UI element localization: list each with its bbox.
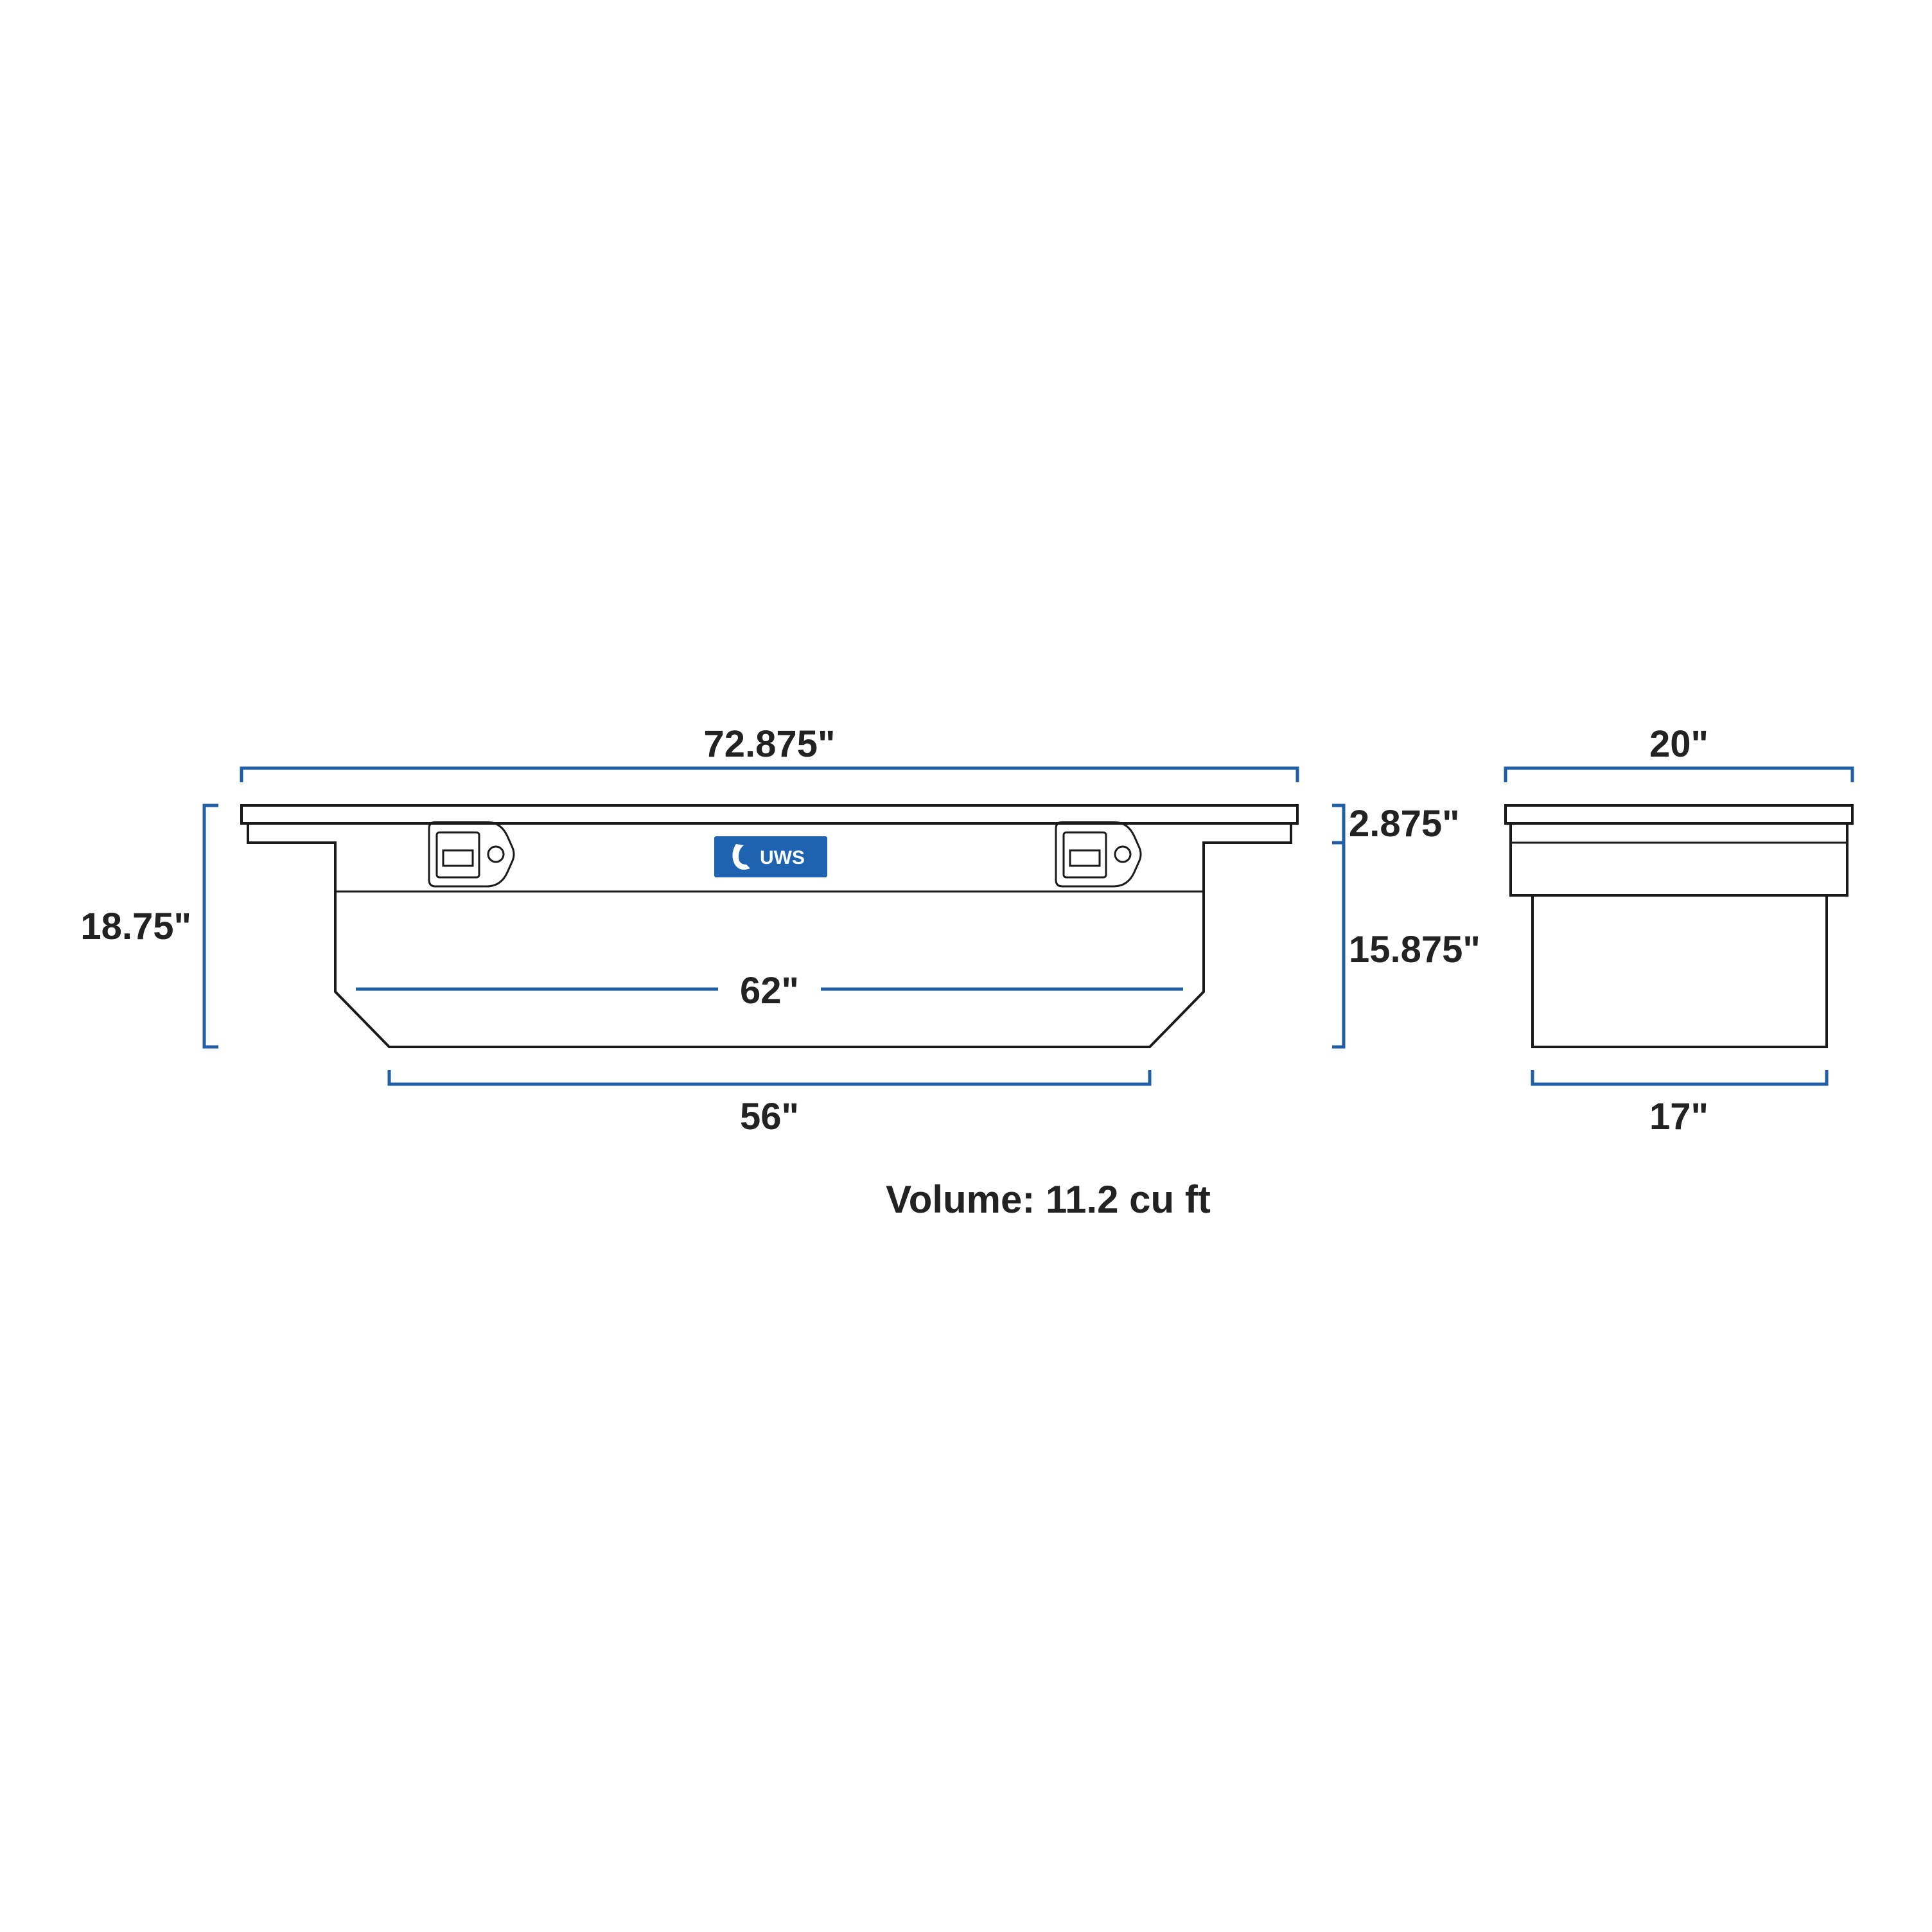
right-latch-plate: [1055, 821, 1142, 888]
dim-line-body-height: [1332, 843, 1346, 1049]
left-latch-paddle: [442, 849, 474, 867]
uws-logo-text: UWS: [760, 847, 805, 868]
label-lid-height: 2.875": [1349, 803, 1460, 845]
label-inner-length: 62": [740, 970, 799, 1012]
side-upper-body: [1509, 822, 1849, 897]
side-lid: [1504, 804, 1854, 825]
right-latch-paddle: [1069, 849, 1101, 867]
dimension-labels: 72.875" 18.75" 2.875" 15.875" 62" 56" 20…: [80, 723, 1708, 1137]
volume-caption: Volume: 11.2 cu ft: [886, 1178, 1211, 1221]
label-body-height: 15.875": [1349, 929, 1480, 970]
front-lid: [240, 804, 1299, 825]
dimension-lines: [202, 766, 1854, 1086]
uws-logo: UWS: [714, 836, 827, 877]
dim-line-bottom-length: [387, 1070, 1152, 1086]
label-overall-width: 20": [1649, 723, 1708, 765]
label-overall-height: 18.75": [80, 906, 191, 947]
dim-line-overall-height: [202, 804, 218, 1049]
left-latch: [428, 821, 515, 888]
right-latch: [1055, 821, 1142, 888]
label-bottom-width: 17": [1649, 1096, 1708, 1137]
marlin-fish-icon: [732, 844, 750, 870]
right-latch-handle: [1062, 831, 1107, 879]
label-overall-length: 72.875": [704, 723, 836, 765]
label-bottom-length: 56": [740, 1096, 799, 1137]
left-latch-lock-icon: [487, 845, 505, 863]
front-view: UWS: [240, 804, 1299, 1048]
dim-line-overall-width: [1504, 766, 1854, 782]
front-body: [247, 822, 1292, 1048]
left-latch-plate: [428, 821, 515, 888]
dim-line-bottom-width: [1531, 1070, 1829, 1086]
dim-line-overall-length: [240, 766, 1299, 782]
dim-line-lid-height: [1332, 804, 1346, 845]
side-lower-body: [1531, 894, 1828, 1048]
side-view: [1504, 804, 1854, 1048]
right-latch-lock-icon: [1114, 845, 1132, 863]
left-latch-handle: [435, 831, 480, 879]
